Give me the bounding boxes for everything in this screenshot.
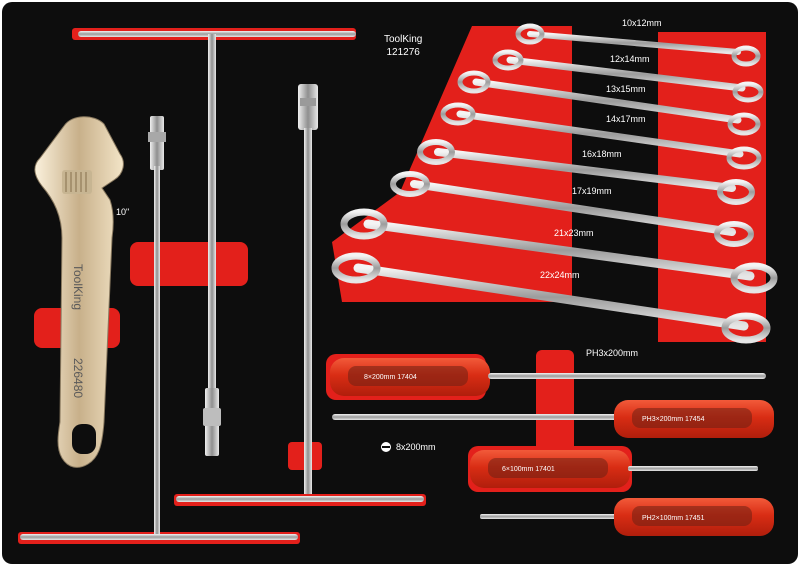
screwdriver-side-label: 8x200mm	[396, 442, 436, 452]
screwdriver-set: 8×200mm 17404 PH3×200mm 17454 6×100mm 17…	[330, 358, 774, 536]
wrench-21x23	[340, 208, 778, 294]
wrench-14x17	[440, 102, 762, 170]
wrench-size-label-2: 12x14mm	[610, 54, 650, 64]
screwdriver-4-handle-text: PH2×100mm 17451	[642, 515, 705, 522]
wrench-engraving-code: 226480	[71, 358, 85, 398]
t-handle-socket	[176, 84, 424, 502]
wrench-10x12	[515, 23, 761, 67]
brand-name: ToolKing	[384, 34, 423, 45]
wrench-13x15	[457, 70, 761, 136]
screwdriver-2: PH3×200mm 17454	[332, 400, 774, 438]
wrench-size-label-8: 22x24mm	[540, 270, 580, 280]
adjustable-wrench: ToolKing 226480	[34, 116, 124, 468]
combination-wrench-set	[331, 23, 778, 344]
screwdriver-3-handle-text: 6×100mm 17401	[502, 466, 555, 473]
wrench-16x18	[417, 139, 755, 205]
screwdriver-2-handle-text: PH3×200mm 17454	[642, 416, 705, 423]
screwdriver-1: 8×200mm 17404	[330, 358, 766, 396]
wrench-size-label-3: 13x15mm	[606, 84, 646, 94]
brand-block: ToolKing 121276	[384, 33, 422, 59]
t-handle-long	[78, 31, 356, 456]
wrench-12x14	[492, 49, 764, 103]
wrench-17x19	[390, 171, 754, 247]
wrench-size-label-5: 16x18mm	[582, 149, 622, 159]
t-handle-short	[20, 116, 298, 540]
wrench-size-label-7: 21x23mm	[554, 228, 594, 238]
screwdriver-3: 6×100mm 17401	[470, 450, 758, 488]
adjustable-wrench-size-label: 10"	[116, 207, 130, 217]
wrench-size-label-6: 17x19mm	[572, 186, 612, 196]
wrench-size-label-4: 14x17mm	[606, 114, 646, 124]
screwdriver-4: PH2×100mm 17451	[480, 498, 774, 536]
wrench-size-label-1: 10x12mm	[622, 18, 662, 28]
brand-code: 121276	[386, 47, 420, 58]
screwdriver-top-label: PH3x200mm	[586, 348, 639, 358]
wrench-22x24	[331, 252, 771, 344]
wrench-engraving-brand: ToolKing	[71, 264, 85, 310]
slotted-tip-icon	[381, 442, 391, 452]
screwdriver-1-handle-text: 8×200mm 17404	[364, 374, 417, 381]
